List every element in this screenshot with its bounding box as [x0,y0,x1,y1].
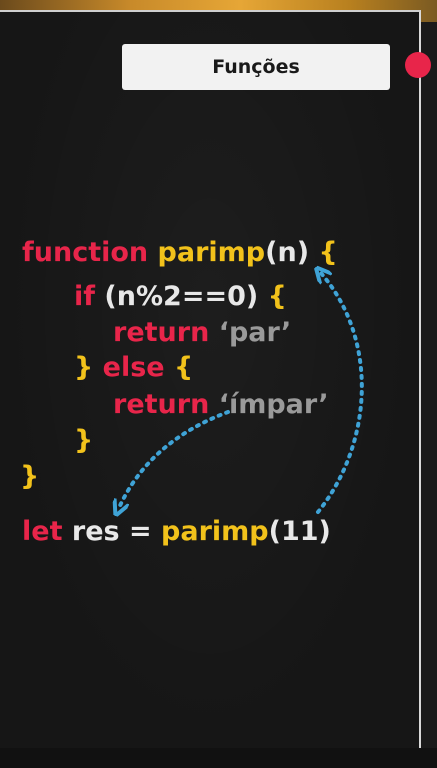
function-call-name: parimp [161,516,269,547]
equals-sign: = [129,516,152,547]
brace-close: } [74,352,94,383]
keyword-return: return [113,389,210,420]
paren-open: ( [265,237,278,268]
string-impar: ‘ímpar’ [218,389,329,420]
code-line-5: return ‘ímpar’ [113,388,329,422]
variable-res: res [71,516,120,547]
param-n: n [277,237,297,268]
code-line-4: } else { [74,351,193,385]
code-line-7: } [20,460,39,494]
code-board [0,10,421,750]
code-line-1: function parimp(n) { [22,236,338,270]
keyword-else: else [102,352,165,383]
paren-close: ) [296,237,310,268]
code-line-6: } [74,424,93,458]
brace-open: { [267,281,287,312]
brace-open: { [318,237,338,268]
arrow-to-result-icon [118,410,230,510]
keyword-return: return [113,317,210,348]
keyword-if: if [74,281,96,312]
keyword-let: let [22,516,63,547]
brace-close: } [74,425,94,456]
brace-close: } [20,461,40,492]
if-condition: (n%2==0) [104,281,259,312]
record-dot-icon [405,52,431,78]
function-name: parimp [157,237,266,268]
keyword-function: function [22,237,149,268]
brace-open: { [174,352,194,383]
bottom-background [0,748,437,768]
code-line-3: return ‘par’ [113,316,291,350]
code-line-2: if (n%2==0) { [74,280,287,314]
string-par: ‘par’ [218,317,292,348]
code-line-8: let res = parimp(11) [22,515,331,549]
arrow-to-param-icon [318,272,364,514]
call-args: (11) [268,516,331,547]
title-text: Funções [212,56,300,78]
title-label: Funções [122,44,390,90]
